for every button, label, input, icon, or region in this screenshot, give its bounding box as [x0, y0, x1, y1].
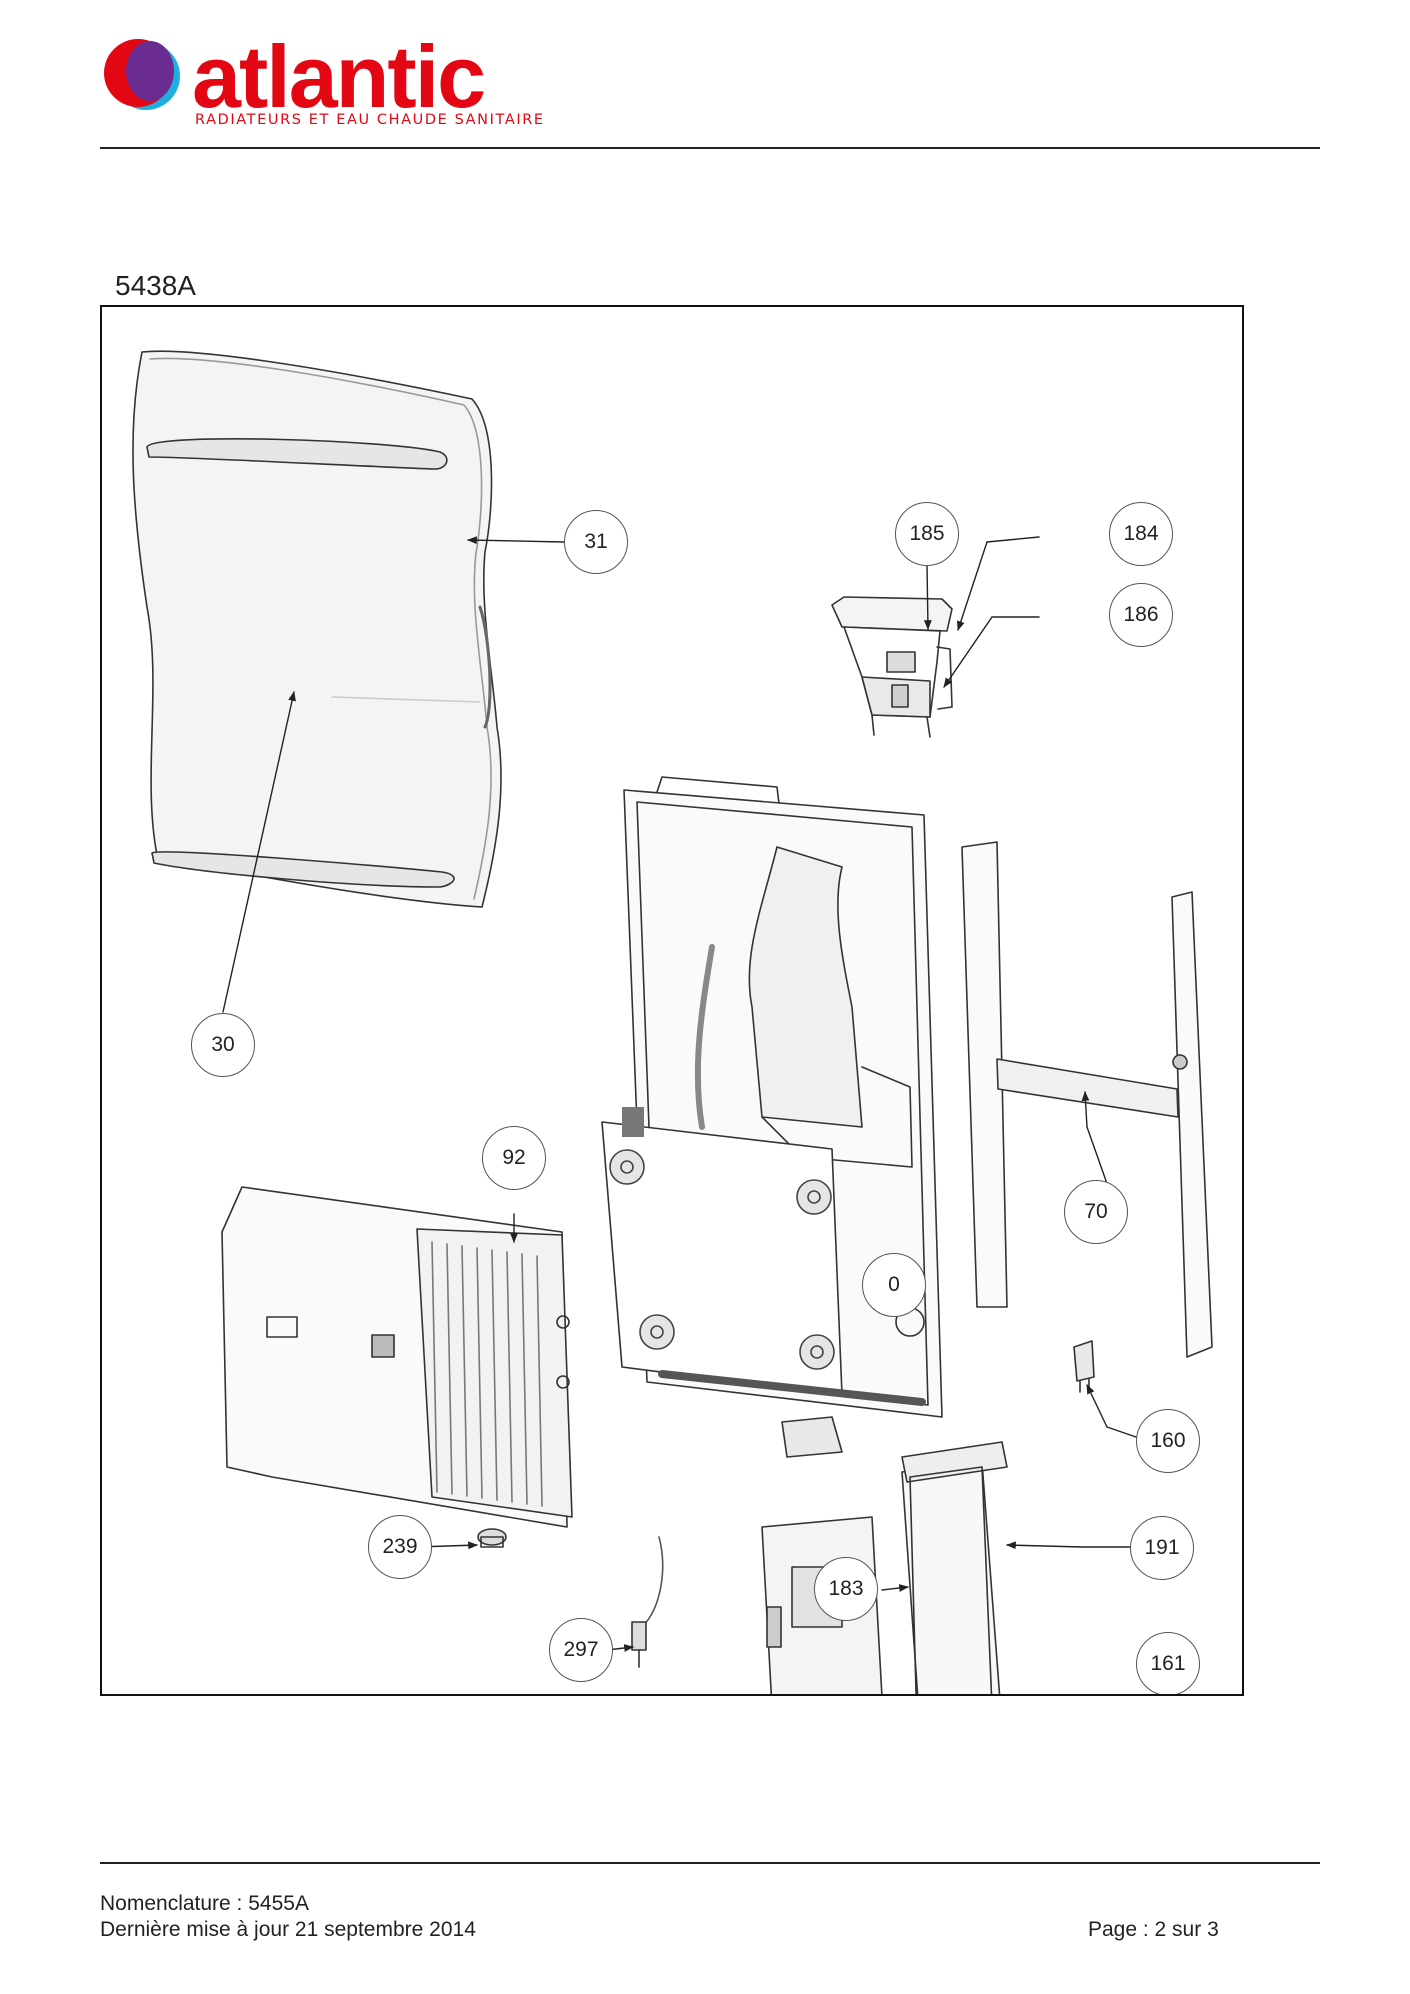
callout-297: 297 [549, 1618, 613, 1682]
heating-element-part [221, 1186, 573, 1528]
control-box-part [831, 596, 953, 738]
callout-191: 191 [1130, 1516, 1194, 1580]
front-panel-part [132, 350, 502, 908]
callout-239: 239 [368, 1515, 432, 1579]
callout-0: 0 [862, 1253, 926, 1317]
parts-drawing [132, 350, 1213, 1694]
callout-30: 30 [191, 1013, 255, 1077]
callout-185: 185 [895, 502, 959, 566]
power-board-part [761, 1441, 1008, 1694]
last-update-date: Dernière mise à jour 21 septembre 2014 [100, 1918, 476, 1941]
thermostat-239-part [477, 1528, 507, 1548]
nomenclature-reference: Nomenclature : 5455A [100, 1892, 309, 1915]
page-number: Page : 2 sur 3 [1088, 1918, 1219, 1941]
callout-70: 70 [1064, 1180, 1128, 1244]
chassis-part [601, 776, 943, 1458]
diagram-reference: 5438A [115, 270, 196, 301]
callout-161: 161 [1136, 1632, 1200, 1694]
callout-92: 92 [482, 1126, 546, 1190]
sensor-297-part [631, 1536, 664, 1668]
footer-divider [100, 1862, 1320, 1864]
callout-184: 184 [1109, 502, 1173, 566]
exploded-parts-diagram: 31 30 185 184 186 92 70 0 160 239 191 18… [100, 305, 1244, 1696]
connector-160-part [1073, 1340, 1095, 1393]
callout-186: 186 [1109, 583, 1173, 647]
wall-bracket-part [961, 841, 1213, 1358]
brand-name: atlantic [192, 27, 486, 126]
logo-mark-icon [104, 39, 180, 110]
brand-tagline: RADIATEURS ET EAU CHAUDE SANITAIRE [195, 112, 545, 128]
callout-31: 31 [564, 510, 628, 574]
callout-183: 183 [814, 1557, 878, 1621]
header-divider [100, 147, 1320, 149]
brand-logo: atlantic RADIATEURS ET EAU CHAUDE SANITA… [100, 27, 543, 138]
callout-160: 160 [1136, 1409, 1200, 1473]
